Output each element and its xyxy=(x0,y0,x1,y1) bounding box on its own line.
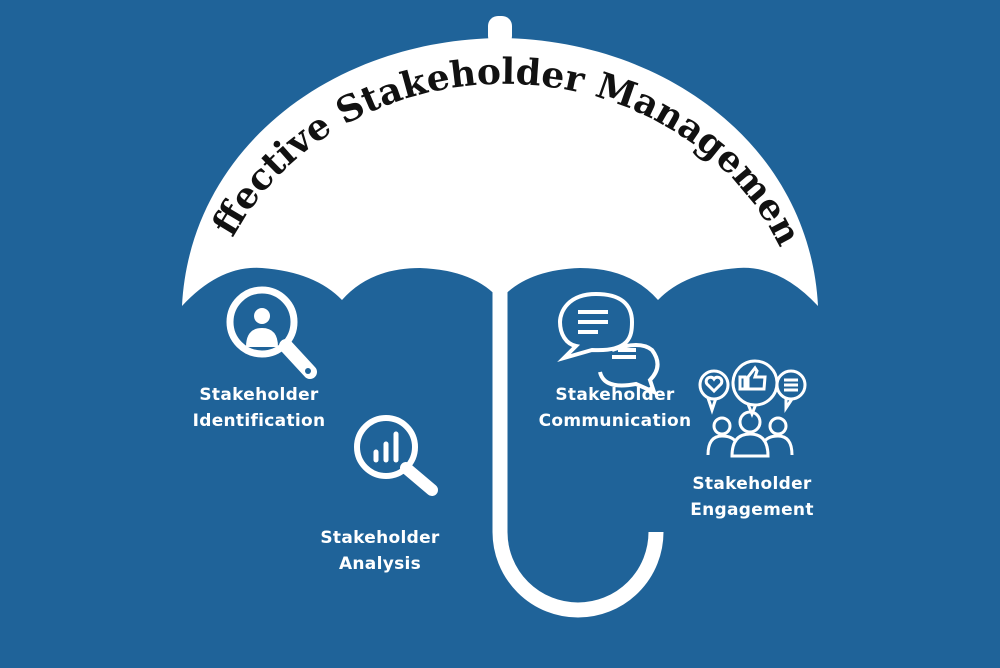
label-line: Stakeholder xyxy=(555,385,675,405)
magnifier-bar-chart-icon xyxy=(354,415,438,496)
label-stakeholder-communication: Stakeholder Communication xyxy=(530,382,700,434)
label-line: Communication xyxy=(538,411,692,431)
label-stakeholder-analysis: Stakeholder Analysis xyxy=(300,525,460,577)
umbrella-canopy xyxy=(182,38,818,306)
label-stakeholder-engagement: Stakeholder Engagement xyxy=(672,471,832,523)
label-line: Stakeholder xyxy=(320,528,440,548)
label-line: Engagement xyxy=(690,500,814,520)
magnifier-person-icon xyxy=(226,286,317,379)
label-stakeholder-identification: Stakeholder Identification xyxy=(176,382,342,434)
label-line: Stakeholder xyxy=(199,385,319,405)
umbrella-handle xyxy=(492,290,664,618)
label-line: Analysis xyxy=(338,554,422,574)
chat-bubbles-icon xyxy=(557,291,660,396)
group-feedback-icon xyxy=(698,359,807,458)
label-line: Identification xyxy=(192,411,326,431)
label-line: Stakeholder xyxy=(692,474,812,494)
